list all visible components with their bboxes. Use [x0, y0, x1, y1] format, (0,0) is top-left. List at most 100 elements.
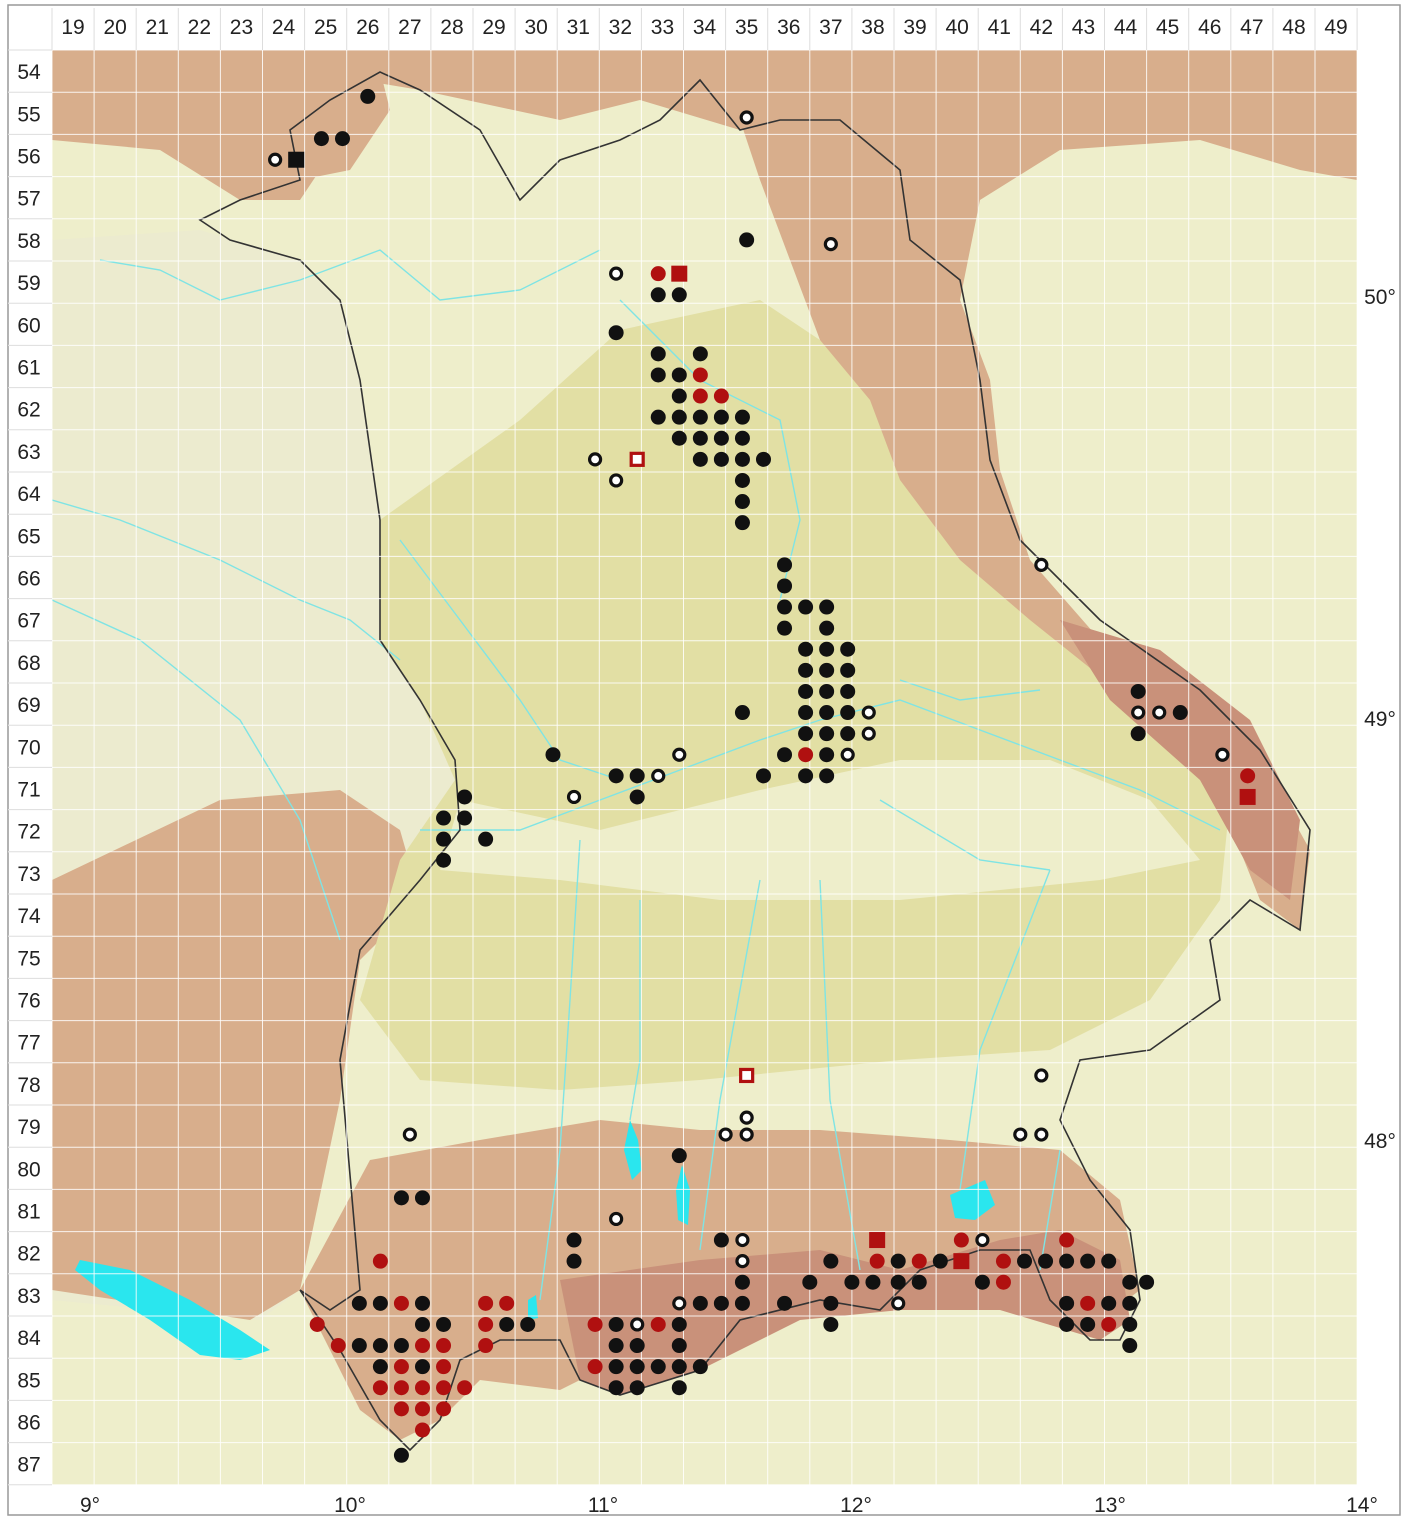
marker-ring	[1152, 705, 1167, 720]
marker-ring	[1131, 705, 1146, 720]
grid-column-label: 42	[1030, 16, 1053, 39]
marker-dot	[436, 1338, 452, 1354]
marker-ring	[735, 1254, 750, 1269]
marker-dot	[671, 1380, 687, 1396]
grid-row-label: 77	[17, 1032, 40, 1055]
marker-dot	[734, 494, 750, 510]
marker-dot	[436, 831, 452, 847]
marker-dot	[798, 768, 814, 784]
marker-dot	[1038, 1253, 1054, 1269]
grid-row-label: 71	[17, 779, 40, 802]
marker-dot	[692, 409, 708, 425]
marker-ring	[861, 726, 876, 741]
marker-dot	[734, 430, 750, 446]
terrain-north-upland	[52, 50, 1357, 200]
grid-column-label: 21	[146, 16, 169, 39]
marker-dot	[330, 1338, 346, 1354]
marker-dot	[372, 1253, 388, 1269]
marker-dot	[650, 367, 666, 383]
marker-dot	[351, 1295, 367, 1311]
marker-dot	[650, 1316, 666, 1332]
marker-dot	[1101, 1253, 1117, 1269]
marker-dot	[360, 88, 376, 104]
marker-dot	[777, 557, 793, 573]
marker-ring	[739, 1127, 754, 1142]
marker-ring	[566, 789, 582, 805]
marker-dot	[436, 1359, 452, 1375]
marker-dot	[819, 641, 835, 657]
marker-dot	[608, 1338, 624, 1354]
lake-forggensee	[528, 1295, 538, 1320]
marker-dot	[995, 1274, 1011, 1290]
marker-dot	[1101, 1295, 1117, 1311]
marker-dot	[1130, 683, 1146, 699]
marker-ring	[1034, 1068, 1049, 1083]
marker-dot	[671, 287, 687, 303]
grid-column-label: 25	[314, 16, 337, 39]
grid-column-label: 38	[861, 16, 884, 39]
marker-dot	[734, 515, 750, 531]
marker-dot	[840, 726, 856, 742]
marker-dot	[713, 1295, 729, 1311]
marker-square	[869, 1232, 886, 1249]
marker-dot	[393, 1447, 409, 1463]
marker-dot	[777, 620, 793, 636]
grid-row-label: 80	[17, 1158, 40, 1181]
grid-row-label: 73	[17, 863, 40, 886]
grid-column-label: 37	[819, 16, 842, 39]
marker-ring	[630, 1317, 645, 1332]
marker-dot	[629, 1338, 645, 1354]
terrain-layer	[52, 50, 1357, 1485]
lake-ammersee	[624, 1120, 642, 1180]
marker-dot	[932, 1253, 948, 1269]
marker-dot	[734, 409, 750, 425]
terrain-alps	[560, 1230, 1130, 1395]
marker-dot	[436, 1316, 452, 1332]
marker-dot	[1101, 1316, 1117, 1332]
marker-ring	[891, 1296, 906, 1311]
marker-dot	[478, 1338, 494, 1354]
marker-dot	[734, 705, 750, 721]
grid-row-label: 83	[17, 1285, 40, 1308]
marker-dot	[414, 1380, 430, 1396]
marker-dot	[393, 1401, 409, 1417]
marker-ring	[861, 705, 876, 720]
marker-dot	[629, 789, 645, 805]
marker-dot	[755, 451, 771, 467]
marker-dot	[798, 747, 814, 763]
marker-dot	[692, 367, 708, 383]
grid-row-label: 60	[17, 314, 40, 337]
marker-dot	[798, 705, 814, 721]
grid-row-label: 65	[17, 525, 40, 548]
marker-dot	[1130, 726, 1146, 742]
marker-dot	[499, 1295, 515, 1311]
grid-row-label: 82	[17, 1243, 40, 1266]
marker-dot	[802, 1274, 818, 1290]
grid-column-label: 41	[988, 16, 1011, 39]
marker-dot	[566, 1253, 582, 1269]
marker-dot	[869, 1253, 885, 1269]
marker-dot	[629, 1359, 645, 1375]
marker-dot	[650, 1359, 666, 1375]
marker-dot	[1122, 1295, 1138, 1311]
marker-ring	[735, 1232, 750, 1248]
marker-dot	[734, 1295, 750, 1311]
grid-column-label: 27	[398, 16, 421, 39]
marker-dot	[1059, 1232, 1075, 1248]
marker-dot	[372, 1359, 388, 1375]
marker-dot	[798, 726, 814, 742]
marker-dot	[819, 726, 835, 742]
longitude-labels: 9°10°11°12°13°14°	[80, 1494, 1378, 1517]
grid-row-label: 86	[17, 1412, 40, 1435]
grid-column-label: 30	[524, 16, 547, 39]
marker-ring	[609, 266, 624, 281]
marker-dot	[777, 1295, 793, 1311]
marker-square	[288, 151, 305, 168]
marker-dot	[713, 430, 729, 446]
marker-dot	[798, 683, 814, 699]
marker-ring	[651, 768, 666, 783]
grid-row-label: 81	[17, 1201, 40, 1224]
marker-dot	[351, 1338, 367, 1354]
marker-dot	[1122, 1338, 1138, 1354]
